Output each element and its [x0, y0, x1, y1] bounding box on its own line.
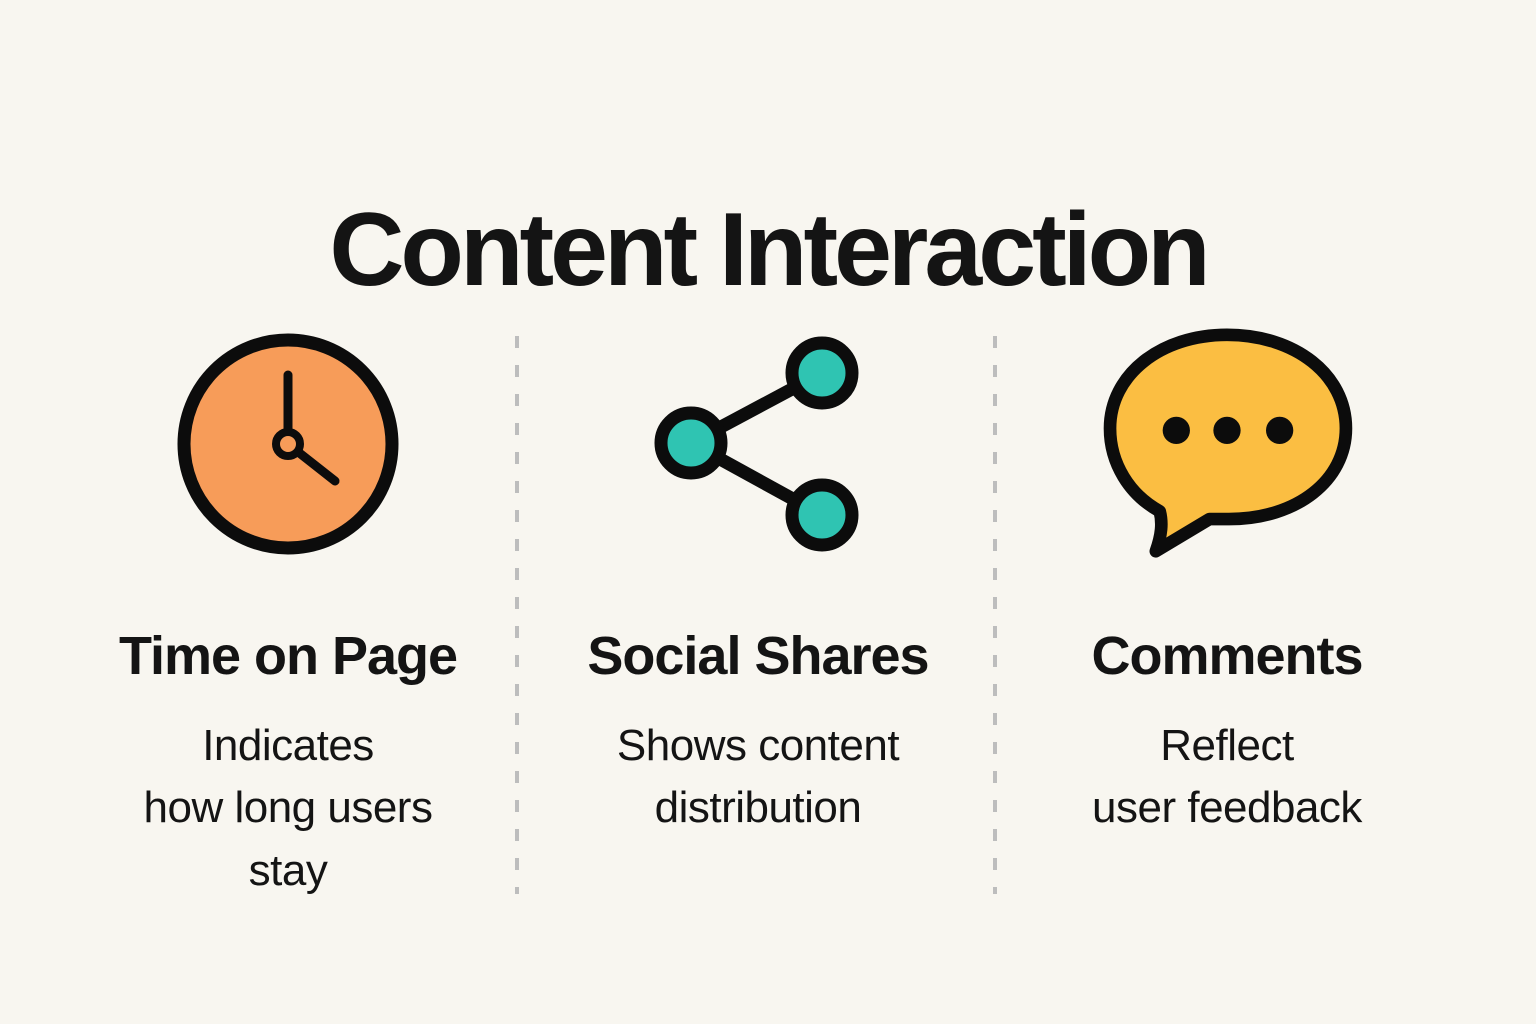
column-social-shares: Social Shares Shows content distribution — [512, 328, 1024, 902]
metric-columns: Time on Page Indicates how long users st… — [0, 328, 1536, 902]
column-description: Shows content distribution — [587, 715, 928, 840]
description-line: stay — [248, 845, 328, 895]
description-line: Reflect — [1160, 720, 1294, 770]
dashed-divider — [993, 336, 997, 894]
dashed-divider — [515, 336, 519, 894]
description-line: Shows content — [616, 720, 900, 770]
column-time-on-page: Time on Page Indicates how long users st… — [0, 328, 512, 902]
column-content: Time on Page Indicates how long users st… — [118, 328, 458, 902]
column-heading: Comments — [1091, 626, 1363, 686]
column-comments: Comments Reflect user feedback — [1024, 328, 1536, 902]
column-content: Comments Reflect user feedback — [1091, 328, 1364, 840]
column-content: Social Shares Shows content distribution — [587, 328, 930, 840]
description-line: how long users — [143, 783, 433, 833]
description-line: user feedback — [1092, 783, 1362, 833]
clock-icon — [119, 328, 457, 560]
column-description: Indicates how long users stay — [119, 715, 457, 902]
comment-bubble-icon — [1091, 328, 1362, 560]
share-icon — [587, 328, 928, 560]
column-heading: Time on Page — [118, 626, 458, 686]
column-heading: Social Shares — [587, 626, 929, 686]
description-line: distribution — [654, 783, 862, 833]
description-line: Indicates — [202, 720, 374, 770]
page-title: Content Interaction — [329, 191, 1210, 308]
column-description: Reflect user feedback — [1091, 715, 1362, 840]
